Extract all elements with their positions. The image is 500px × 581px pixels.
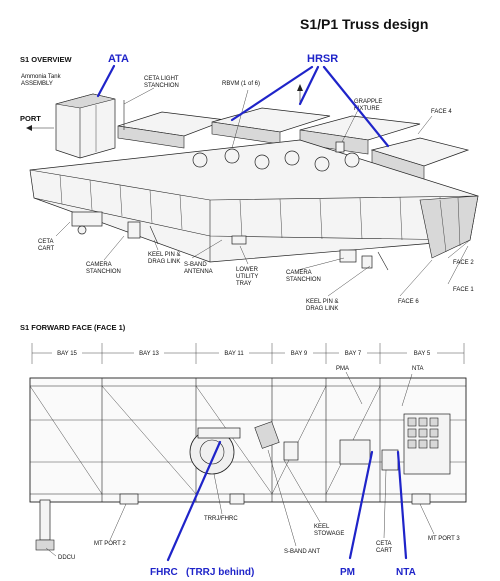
label-port: PORT bbox=[20, 114, 41, 123]
label-keel-stowage-2: STOWAGE bbox=[314, 531, 344, 537]
label-keel-pin-left-1: KEEL PIN & bbox=[148, 252, 180, 258]
bay-11: BAY 11 bbox=[224, 351, 244, 357]
annotation-hrsr: HRSR bbox=[307, 53, 338, 65]
label-mt-port3: MT PORT 3 bbox=[428, 536, 460, 542]
bay-13: BAY 13 bbox=[139, 351, 159, 357]
label-keel-stowage-1: KEEL bbox=[314, 524, 330, 530]
truss-overview-drawing bbox=[26, 84, 479, 297]
label-camera-stanchion-right-2: STANCHION bbox=[286, 277, 321, 283]
label-ammonia-tank-1: Ammonia Tank bbox=[21, 74, 62, 80]
forward-section-title: S1 FORWARD FACE (FACE 1) bbox=[20, 323, 126, 332]
label-sband-ant: S-BAND ANT bbox=[284, 549, 320, 555]
label-lower-tray-1: LOWER bbox=[236, 267, 259, 273]
label-ceta-cart-1: CETA bbox=[38, 239, 54, 245]
label-ddcu: DDCU bbox=[58, 555, 75, 561]
label-keel-pin-right-1: KEEL PIN & bbox=[306, 299, 338, 305]
label-ceta-light-2: STANCHION bbox=[144, 83, 179, 89]
label-keel-pin-right-2: DRAG LINK bbox=[306, 306, 338, 312]
bay-9: BAY 9 bbox=[291, 351, 308, 357]
label-nta-small: NTA bbox=[412, 366, 424, 372]
truss-forward-face-drawing bbox=[29, 371, 467, 557]
label-ceta-cart-fwd-2: CART bbox=[376, 548, 393, 554]
label-rbvm: RBVM (1 of 6) bbox=[222, 81, 260, 87]
label-ceta-light-1: CETA LIGHT bbox=[144, 76, 179, 82]
label-face1: FACE 1 bbox=[453, 287, 474, 293]
label-lower-tray-2: UTILITY bbox=[236, 274, 258, 280]
label-pma: PMA bbox=[336, 366, 349, 372]
annotation-nta: NTA bbox=[396, 567, 416, 578]
label-ceta-cart-2: CART bbox=[38, 246, 55, 252]
label-sband-2: ANTENNA bbox=[184, 269, 213, 275]
label-grapple-2: FIXTURE bbox=[354, 106, 380, 112]
label-lower-tray-3: TRAY bbox=[236, 281, 252, 287]
label-face2: FACE 2 bbox=[453, 260, 474, 266]
overview-section-title: S1 OVERVIEW bbox=[20, 55, 72, 64]
label-grapple-1: GRAPPLE bbox=[354, 99, 382, 105]
label-ammonia-tank-2: ASSEMBLY bbox=[21, 81, 53, 87]
label-keel-pin-left-2: DRAG LINK bbox=[148, 259, 180, 265]
label-trrj-fhrc: TRRJ/FHRC bbox=[204, 516, 238, 522]
label-face6: FACE 6 bbox=[398, 299, 419, 305]
label-camera-stanchion-left-1: CAMERA bbox=[86, 262, 112, 268]
annotation-ata: ATA bbox=[108, 53, 129, 65]
annotation-fhrc: FHRC bbox=[150, 567, 178, 578]
label-ceta-cart-fwd-1: CETA bbox=[376, 541, 392, 547]
label-mt-port2: MT PORT 2 bbox=[94, 541, 126, 547]
bay-15: BAY 15 bbox=[57, 351, 77, 357]
diagram-title: S1/P1 Truss design bbox=[300, 16, 428, 32]
label-camera-stanchion-right-1: CAMERA bbox=[286, 270, 312, 276]
bay-5: BAY 5 bbox=[414, 351, 431, 357]
annotation-pm: PM bbox=[340, 567, 355, 578]
label-sband-1: S-BAND bbox=[184, 262, 207, 268]
bay-7: BAY 7 bbox=[345, 351, 362, 357]
label-camera-stanchion-left-2: STANCHION bbox=[86, 269, 121, 275]
annotation-trrj-behind: (TRRJ behind) bbox=[186, 567, 254, 578]
label-face4: FACE 4 bbox=[431, 109, 452, 115]
